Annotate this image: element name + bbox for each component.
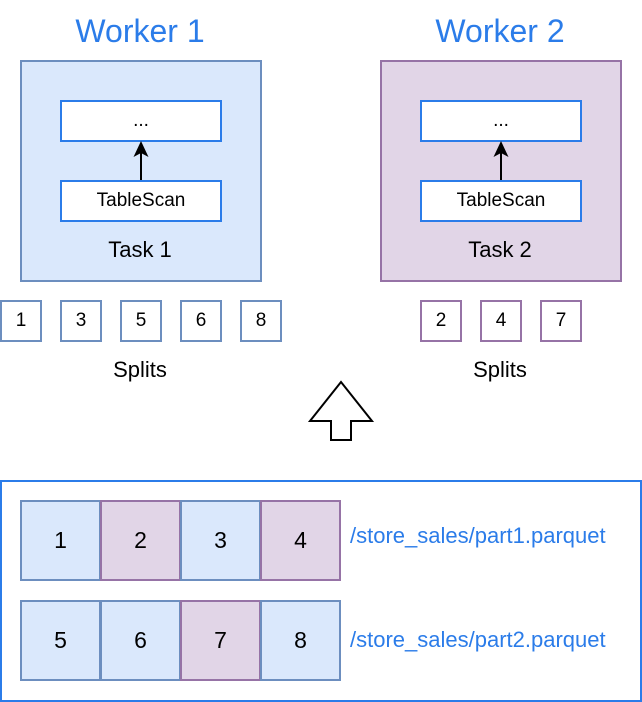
file-2-split-cell: 6 — [100, 600, 181, 681]
file-2-split-cell: 5 — [20, 600, 101, 681]
task-2-tablescan-operator: TableScan — [420, 180, 582, 222]
worker-1-split: 8 — [240, 300, 282, 342]
task-1-flow-arrow — [133, 141, 149, 180]
worker-2-split: 4 — [480, 300, 522, 342]
worker-1-split: 5 — [120, 300, 162, 342]
file-1-path: /store_sales/part1.parquet — [350, 523, 606, 548]
worker-1-split: 3 — [60, 300, 102, 342]
file-1-split-cell: 4 — [260, 500, 341, 581]
worker-2-split: 7 — [540, 300, 582, 342]
files-container — [0, 480, 642, 702]
file-2-split-cell: 8 — [260, 600, 341, 681]
worker-1-title: Worker 1 — [75, 13, 205, 49]
task-1-label: Task 1 — [108, 237, 172, 262]
task-1-tablescan-operator: TableScan — [60, 180, 222, 222]
worker-1-split: 6 — [180, 300, 222, 342]
worker-2-title: Worker 2 — [435, 13, 565, 49]
worker-1-split: 1 — [0, 300, 42, 342]
task-2-flow-arrow — [493, 141, 509, 180]
file-1-split-cell: 3 — [180, 500, 261, 581]
worker-1-splits-label: Splits — [113, 357, 167, 382]
assignment-up-arrow — [307, 380, 375, 441]
worker-2-splits-label: Splits — [473, 357, 527, 382]
file-2-path: /store_sales/part2.parquet — [350, 627, 606, 652]
task-2-label: Task 2 — [468, 237, 532, 262]
worker-2-split: 2 — [420, 300, 462, 342]
file-2-split-cell: 7 — [180, 600, 261, 681]
file-1-split-cell: 2 — [100, 500, 181, 581]
file-1-split-cell: 1 — [20, 500, 101, 581]
